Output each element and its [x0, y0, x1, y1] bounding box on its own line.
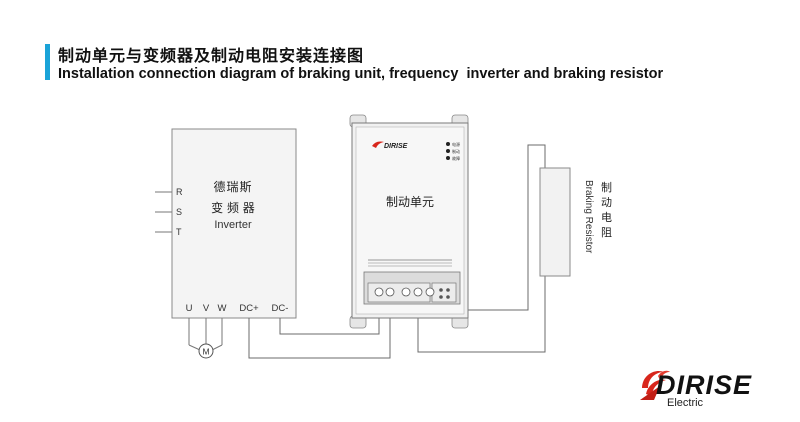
- inverter-name-cn: 德瑞斯: [213, 179, 252, 194]
- input-label-s: S: [176, 207, 182, 217]
- output-label-v: V: [203, 303, 210, 314]
- input-label-t: T: [176, 227, 182, 237]
- inverter-name-en: Inverter: [214, 219, 252, 231]
- braking-unit-logo: DIRISE: [384, 143, 408, 150]
- resistor-label-en: Braking Resistor: [583, 180, 594, 254]
- title-chinese: 制动单元与变频器及制动电阻安装连接图: [58, 46, 365, 65]
- brand-name: DIRISE: [656, 370, 753, 400]
- indicator-power: 电源: [452, 141, 460, 147]
- braking-resistor: Braking Resistor: [539, 167, 594, 277]
- braking-unit-label: 制动单元: [386, 195, 434, 209]
- indicator-brake: 制动: [452, 148, 460, 154]
- braking-unit-logo-icon: [372, 141, 384, 148]
- inverter-unit: 德瑞斯 变 频 器 Inverter R S T U V W DC+ DC-: [155, 128, 297, 319]
- inverter-name-cn2: 变 频 器: [211, 200, 255, 215]
- output-label-u: U: [186, 303, 193, 314]
- input-label-r: R: [176, 187, 183, 197]
- indicator-fault: 故障: [452, 155, 460, 161]
- output-label-w: W: [218, 303, 227, 314]
- output-label-dcminus: DC-: [272, 303, 289, 314]
- output-label-dcplus: DC+: [239, 303, 259, 314]
- motor-wiring: M: [188, 318, 223, 359]
- resistor-label-cn: 制动电阻: [601, 181, 612, 239]
- brand-subtitle: Electric: [667, 397, 704, 409]
- title-english: Installation connection diagram of braki…: [58, 66, 664, 82]
- brand-logo-icon: [640, 370, 670, 400]
- motor-label: M: [202, 347, 209, 357]
- motor-symbol: [198, 343, 214, 359]
- title-accent-bar: [45, 44, 50, 80]
- braking-unit: DIRISE 电源 制动 故障 制动单元: [349, 114, 469, 329]
